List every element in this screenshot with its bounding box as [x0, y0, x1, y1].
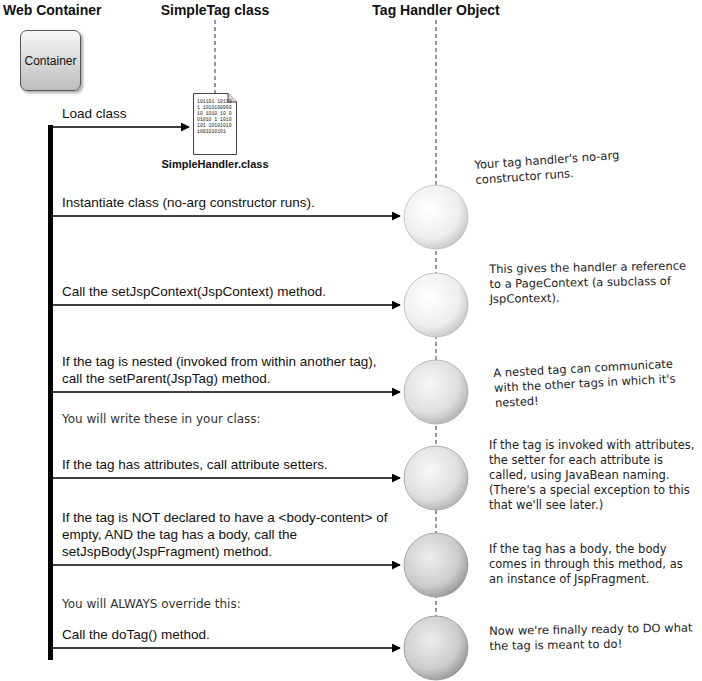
- call-arrow: [53, 391, 400, 392]
- handwritten-note: A nested tag can communicate with the ot…: [493, 356, 695, 411]
- call-arrow: [53, 304, 400, 305]
- handler-object: [404, 273, 468, 337]
- call-label: If the tag is nested (invoked from withi…: [62, 354, 397, 388]
- call-label: If the tag has attributes, call attribut…: [62, 457, 397, 474]
- section-note: You will write these in your class:: [62, 412, 392, 427]
- handler-object: [404, 533, 468, 597]
- file-sheet: [194, 94, 237, 155]
- call-label: If the tag is NOT declared to have a <bo…: [62, 510, 397, 561]
- handwritten-note: This gives the handler a reference to a …: [489, 258, 696, 306]
- section-note: You will ALWAYS override this:: [62, 597, 392, 612]
- call-arrow: [53, 564, 400, 565]
- handwritten-note: If the tag has a body, the body comes in…: [489, 542, 695, 587]
- call-arrow: [53, 647, 400, 648]
- column-header: Tag Handler Object: [350, 2, 522, 20]
- call-label: Call the doTag() method.: [62, 627, 397, 644]
- call-label: Instantiate class (no-arg constructor ru…: [62, 195, 397, 212]
- call-arrow: [53, 477, 400, 478]
- column-header: SimpleTag class: [150, 2, 280, 20]
- call-label: Call the setJspContext(JspContext) metho…: [62, 284, 397, 301]
- handler-object: [404, 185, 468, 249]
- activation-bar: [48, 125, 53, 660]
- call-arrow: [53, 215, 400, 216]
- class-file: 101101 101101 101010000010 1010 10 0 010…: [155, 93, 275, 170]
- lifeline: [215, 20, 216, 94]
- box-label: Container: [24, 54, 76, 68]
- handler-object: [404, 616, 468, 680]
- handler-object: [404, 446, 468, 510]
- handwritten-note: If the tag is invoked with attributes, t…: [489, 438, 696, 513]
- column-header: Web Container: [3, 2, 133, 20]
- handwritten-note: Now we're finally ready to DO what the t…: [489, 620, 695, 653]
- handler-object: [404, 360, 468, 424]
- call-arrow: [53, 126, 189, 127]
- file-name: SimpleHandler.class: [155, 158, 275, 170]
- file-icon: 101101 101101 101010000010 1010 10 0 010…: [193, 93, 237, 155]
- container-box: Container: [20, 30, 81, 91]
- binary-content: 101101 101101 101010000010 1010 10 0 010…: [193, 93, 237, 139]
- call-label: Load class: [62, 106, 182, 123]
- handwritten-note: Your tag handler's no-arg constructor ru…: [474, 144, 681, 188]
